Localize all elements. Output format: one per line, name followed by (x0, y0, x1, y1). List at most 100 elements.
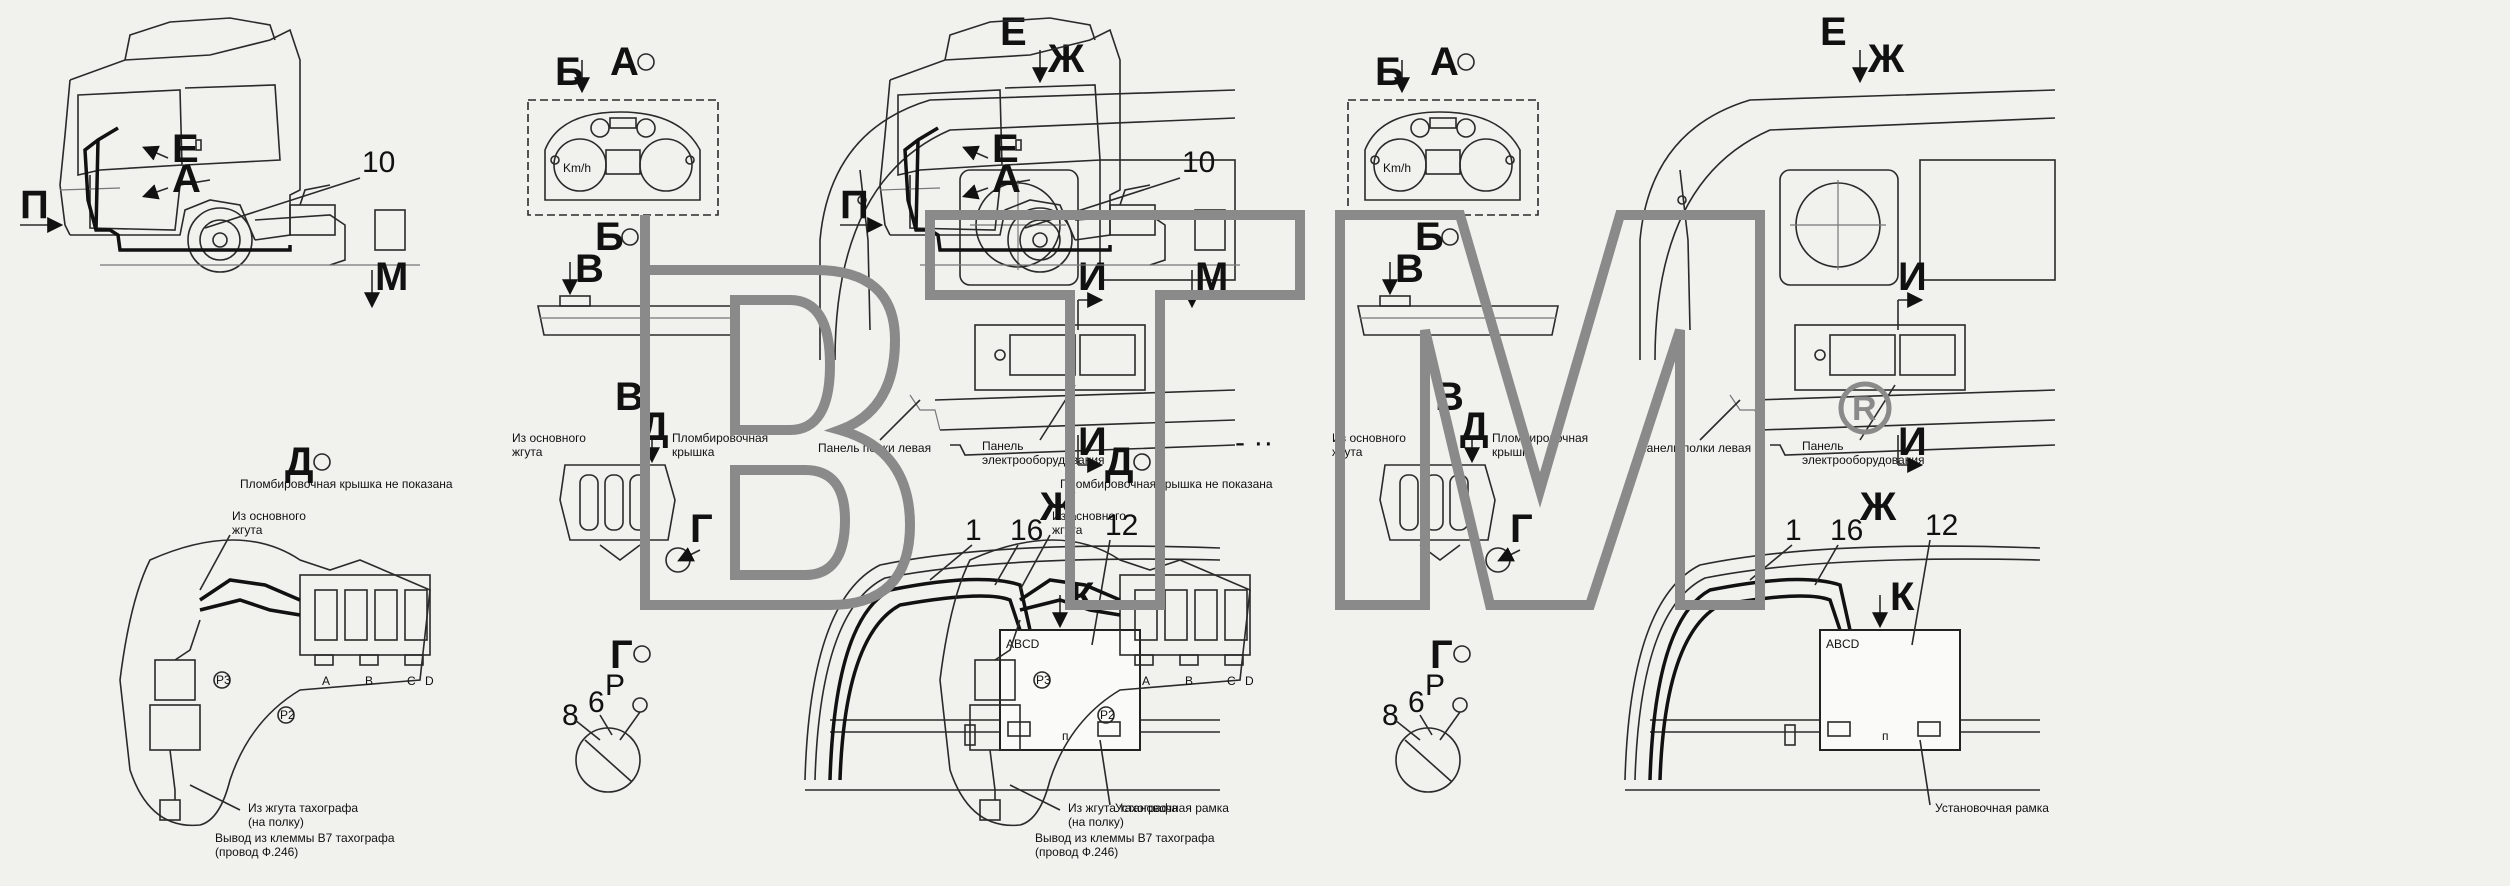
label-d-arrow: Д (1460, 405, 1489, 449)
view-a-title: А (610, 40, 639, 84)
note-frame: Установочная рамка (1115, 801, 1229, 815)
cab-side-view: П Е А М 10 (840, 17, 1240, 309)
svg-text:п: п (1882, 729, 1889, 743)
label-b-arrow: Б (555, 50, 584, 94)
view-g-seal: Г 8 6 Р (1382, 633, 1471, 793)
label-g-arrow: Г (690, 507, 713, 551)
col-d: D (1245, 674, 1254, 688)
note-terminal-b7: Вывод из клеммы В7 тахографа(провод Ф.24… (1035, 831, 1215, 859)
label-r: Р (605, 669, 625, 702)
label-i-top: И (1898, 255, 1927, 299)
svg-text:п: п (1062, 729, 1069, 743)
view-v-title: В (615, 375, 644, 419)
note-tacho-harness: Из жгута тахографа(на полку) (1068, 801, 1178, 829)
label-p: П (20, 183, 49, 227)
label-b-arrow: Б (1375, 50, 1404, 94)
view-d-title: Д (1105, 440, 1134, 484)
label-p: П (840, 183, 869, 227)
col-d: D (425, 674, 434, 688)
callout-1: 1 (1785, 514, 1802, 547)
callout-10: 10 (362, 146, 395, 179)
cab-side-view: П Е А М 10 (20, 17, 420, 309)
diagram-set-left: П Е А М 10 А Б Km/h Б В В (20, 10, 1236, 859)
view-b-title: Б (1415, 215, 1444, 259)
label-i-top: И (1078, 255, 1107, 299)
note-terminal-b7: Вывод из клеммы В7 тахографа(провод Ф.24… (215, 831, 395, 859)
col-c: C (1227, 674, 1236, 688)
stray-marks: - ·· (1235, 426, 1273, 459)
label-i-bottom: И (1078, 420, 1107, 464)
kmh-text: Km/h (1383, 161, 1411, 175)
label-a: А (172, 157, 201, 201)
watermark-letter-b (640, 215, 916, 610)
label-p2: P2 (1100, 708, 1115, 722)
diagram-set-right: П Е А М 10 А Б Km/h Б В В (840, 10, 2056, 859)
view-zh-title: Ж (1859, 485, 1897, 529)
abcd-label: ABCD (1826, 637, 1860, 651)
view-e-title: Е (1000, 10, 1027, 54)
watermark: R (640, 210, 1892, 610)
callout-8: 8 (1382, 699, 1399, 732)
note-seal-not-shown: Пломбировочная крышка не показана (1060, 477, 1273, 491)
view-g-title: Г (610, 633, 633, 677)
label-r: Р (1425, 669, 1445, 702)
callout-10: 10 (1182, 146, 1215, 179)
view-e-title: Е (1820, 10, 1847, 54)
view-d-connector-block: Д Пломбировочная крышка не показана Из о… (119, 440, 453, 859)
callout-8: 8 (562, 699, 579, 732)
view-b-detail: Б В (537, 215, 739, 336)
callout-12: 12 (1105, 509, 1138, 542)
callout-1: 1 (965, 514, 982, 547)
callout-6: 6 (1408, 686, 1425, 719)
view-d-title: Д (285, 440, 314, 484)
kmh-text: Km/h (563, 161, 591, 175)
note-tacho-harness: Из жгута тахографа(на полку) (248, 801, 358, 829)
label-m: М (375, 255, 408, 299)
callout-16: 16 (1830, 514, 1863, 547)
callout-12: 12 (1925, 509, 1958, 542)
col-b: B (365, 674, 373, 688)
label-v-arrow: В (1395, 247, 1424, 291)
label-v-arrow: В (575, 247, 604, 291)
col-a: A (322, 674, 330, 688)
note-frame: Установочная рамка (1935, 801, 2049, 815)
label-e: Е (992, 127, 1019, 171)
view-g-title: Г (1430, 633, 1453, 677)
view-b-title: Б (595, 215, 624, 259)
note-shelf-panel: Панель полки левая (1638, 441, 1751, 455)
callout-6: 6 (588, 686, 605, 719)
abcd-label: ABCD (1006, 637, 1040, 651)
view-b-detail: Б В (1357, 215, 1559, 336)
view-zh-shelf-mount: Ж п ABCD 1 16 12 К Установочная рамка (1624, 485, 2049, 815)
label-zh-arrow: Ж (1867, 37, 1905, 81)
col-c: C (407, 674, 416, 688)
registered-mark: R (1852, 390, 1877, 428)
view-d-connector-block: Д Пломбировочная крышка не показана Из о… (939, 440, 1273, 859)
watermark-letter-m (1335, 210, 1765, 610)
view-a-instrument-cluster: А Б Km/h (527, 40, 719, 216)
label-p3: P3 (1036, 673, 1051, 687)
view-g-seal: Г 8 6 Р (562, 633, 651, 793)
label-e: Е (172, 127, 199, 171)
view-a-title: А (1430, 40, 1459, 84)
note-seal-not-shown: Пломбировочная крышка не показана (240, 477, 453, 491)
watermark-letter-t (925, 210, 1305, 610)
col-b: B (1185, 674, 1193, 688)
view-zh-shelf-mount: Ж п ABCD 1 16 12 К Установочная рамка (804, 485, 1229, 815)
label-p3: P3 (216, 673, 231, 687)
col-a: A (1142, 674, 1150, 688)
label-k-arrow: К (1890, 575, 1915, 619)
label-zh-arrow: Ж (1047, 37, 1085, 81)
label-p2: P2 (280, 708, 295, 722)
label-i-bottom: И (1898, 420, 1927, 464)
view-a-instrument-cluster: А Б Km/h (1347, 40, 1539, 216)
label-a: А (992, 157, 1021, 201)
label-g-arrow: Г (1510, 507, 1533, 551)
